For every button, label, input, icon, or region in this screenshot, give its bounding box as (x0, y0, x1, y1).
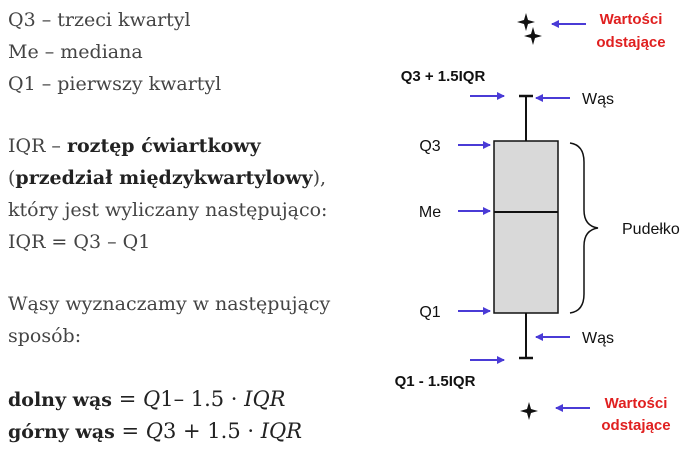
upper-whisker-q: Q (145, 419, 163, 443)
q3-label: Q3 (419, 138, 440, 155)
box-label: Pudełko (622, 221, 680, 238)
iqr-definition-line3: który jest wyliczany następująco: (8, 199, 328, 221)
outliers-top-label-line1: Wartości (600, 11, 663, 28)
iqr-definition-line2: (przedział międzykwartylowy), (8, 162, 326, 194)
lower-fence-label: Q1 - 1.5IQR (395, 373, 476, 390)
lower-whisker-label: dolny wąs (8, 389, 113, 411)
lower-whisker-rest: – 1.5 · (173, 387, 245, 411)
whisker-top-label: Wąs (582, 91, 614, 108)
iqr-close-paren: ), (312, 167, 327, 189)
whiskers-intro-line2: sposób: (8, 325, 82, 347)
outlier-point-top-2 (524, 27, 542, 45)
outliers-bottom-label-line1: Wartości (605, 395, 668, 412)
legend-q1: Q1 – pierwszy kwartyl (8, 73, 222, 95)
iqr-definition-line1: IQR – roztęp ćwiartkowy (8, 130, 261, 162)
iqr-term: roztęp ćwiartkowy (66, 135, 261, 157)
box (493, 140, 559, 314)
lower-whisker-iqr: IQR (244, 387, 286, 411)
upper-whisker-rest: + 1.5 · (176, 419, 261, 443)
lower-whisker-q-num: 1 (160, 387, 174, 411)
iqr-alt-term: przedział międzykwartylowy (15, 167, 313, 189)
q1-label: Q1 (419, 304, 440, 321)
legend-q3: Q3 – trzeci kwartyl (8, 9, 191, 31)
lower-whisker-q: Q (142, 387, 161, 411)
upper-whisker-eq: = (114, 419, 146, 443)
upper-fence-label: Q3 + 1.5IQR (401, 68, 486, 85)
outliers-bottom-label-line2: odstające (601, 417, 670, 434)
outliers-top-label-line2: odstające (596, 34, 665, 51)
iqr-open-paren: ( (8, 167, 16, 189)
outlier-point-top-1 (517, 13, 535, 31)
median-label: Me (419, 204, 441, 221)
box-brace (569, 142, 599, 314)
iqr-prefix: IQR – (8, 135, 67, 157)
upper-whisker-label: górny wąs (8, 421, 115, 443)
legend-median: Me – mediana (8, 41, 143, 63)
whiskers-intro-line1: Wąsy wyznaczamy w następujący (8, 293, 331, 315)
upper-whisker-formula: górny wąs = Q3 + 1.5 · IQR (8, 415, 302, 448)
iqr-formula: IQR = Q3 – Q1 (8, 231, 151, 253)
lower-whisker-formula: dolny wąs = Q1– 1.5 · IQR (8, 383, 286, 416)
upper-whisker-iqr: IQR (260, 419, 303, 443)
upper-whisker-q-num: 3 (162, 419, 177, 443)
lower-whisker-eq: = (112, 387, 143, 411)
outlier-point-bottom (520, 402, 538, 420)
whisker-bottom-label: Wąs (582, 330, 614, 347)
